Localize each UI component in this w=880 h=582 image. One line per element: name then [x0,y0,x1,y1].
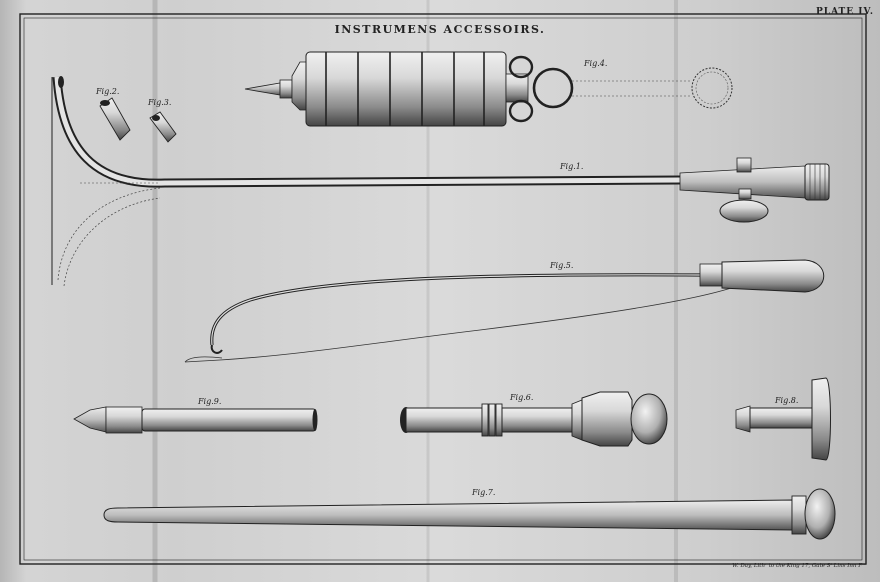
fig2-label: Fig.2. [96,87,120,96]
fig6-label: Fig.6. [510,393,534,402]
fig8-t-handle [735,377,831,461]
fig6-cannula [400,391,668,447]
plate-number: PLATE IV. [815,7,874,17]
outer-border [19,13,867,565]
fig7-rod [103,488,836,540]
plate-title: INSTRUMENS ACCESSOIRS. [334,23,546,36]
fig7-label: Fig.7. [472,488,496,497]
fig9-tube [73,406,318,434]
fig3-label: Fig.3. [148,98,172,107]
fig3-piece [149,111,177,143]
fig9-label: Fig.9. [198,397,222,406]
fig8-label: Fig.8. [775,396,799,405]
fig4-syringe [244,51,733,127]
inner-border [23,17,863,561]
fig2-piece [99,97,131,141]
fig5-probe [184,259,825,363]
fig5-label: Fig.5. [550,261,574,270]
lithographer-imprint: W. Day, Lithʳ to the King 17, Gate Sᵗ Li… [732,563,866,569]
fig4-label: Fig.4. [584,59,608,68]
fig1-curved-catheter [51,76,830,287]
fig1-label: Fig.1. [560,162,584,171]
